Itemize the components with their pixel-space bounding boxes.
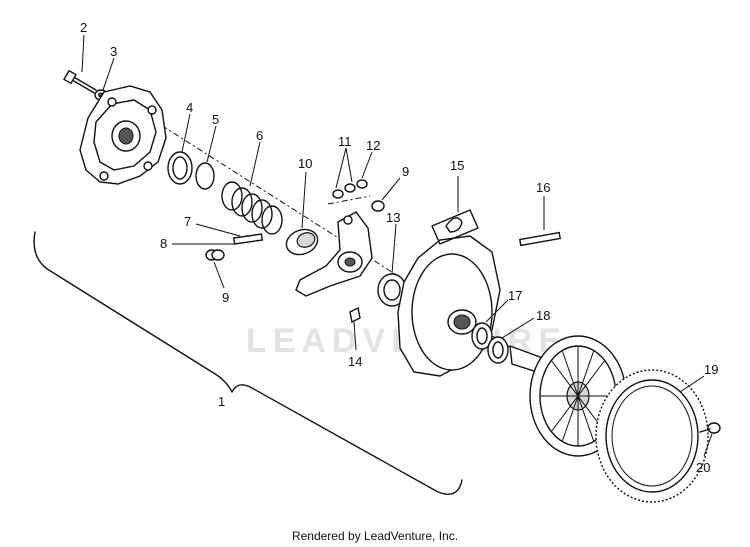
part-7-pin[interactable] [232,233,264,245]
callout-9-lower: 9 [222,290,229,305]
weight-arm[interactable] [295,211,373,297]
part-16-pin[interactable] [518,231,562,247]
callout-13: 13 [386,210,400,225]
callout-14: 14 [348,354,362,369]
callout-2: 2 [80,20,87,35]
callout-4: 4 [186,100,193,115]
part-14-screw[interactable] [349,306,361,324]
assembly-bracket [33,231,463,495]
callout-6: 6 [256,128,263,143]
callout-12: 12 [366,138,380,153]
callout-8: 8 [160,236,167,251]
callout-15: 15 [450,158,464,173]
part-12-nut[interactable] [356,179,368,189]
callout-9-upper: 9 [402,164,409,179]
callout-19: 19 [704,362,718,377]
cover-plate[interactable] [79,85,167,185]
callout-20: 20 [696,460,710,475]
callout-3: 3 [110,44,117,59]
callout-1: 1 [218,394,225,409]
part-17-ring[interactable] [471,322,493,350]
part-18-ring[interactable] [487,336,509,364]
part-5-snap-ring[interactable] [195,162,215,190]
callout-18: 18 [536,308,550,323]
part-10-roller[interactable] [283,225,321,258]
callout-11: 11 [338,134,352,149]
leader-lines [81,34,713,457]
callout-7: 7 [184,214,191,229]
part-15-clip[interactable] [431,209,479,245]
part-9-lower-roller[interactable] [205,249,225,261]
credit-text: Rendered by LeadVenture, Inc. [291,529,459,543]
part-9-upper-screw[interactable] [371,200,385,212]
part-6-spring[interactable] [221,181,283,235]
part-20-bolt[interactable] [699,422,721,434]
part-4-bushing[interactable] [167,151,193,185]
callout-5: 5 [212,112,219,127]
callout-16: 16 [536,180,550,195]
callout-17: 17 [508,288,522,303]
part-19-ring-gear[interactable] [595,369,709,503]
part-11-nuts[interactable] [332,183,356,199]
part-2-bolt[interactable] [63,69,97,95]
callout-10: 10 [298,156,312,171]
